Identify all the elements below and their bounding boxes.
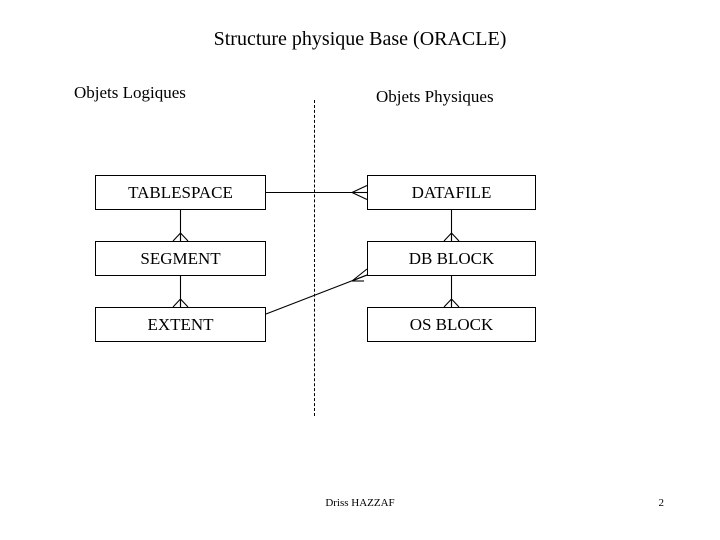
relation-datafile-dbblock xyxy=(443,210,460,242)
footer-author: Driss HAZZAF xyxy=(325,497,395,509)
entity-db-block: DB BLOCK xyxy=(367,241,536,276)
relation-tablespace-segment xyxy=(172,210,189,242)
entity-extent: EXTENT xyxy=(95,307,266,342)
footer-page-number: 2 xyxy=(658,497,665,509)
entity-datafile: DATAFILE xyxy=(367,175,536,210)
relation-dbblock-osblock xyxy=(443,276,460,308)
relation-extent-dbblock xyxy=(265,268,368,315)
entity-segment: SEGMENT xyxy=(95,241,266,276)
relation-tablespace-datafile xyxy=(266,185,368,200)
column-heading-logical: Objets Logiques xyxy=(74,83,186,102)
vertical-dashed-divider xyxy=(314,100,315,416)
entity-tablespace: TABLESPACE xyxy=(95,175,266,210)
entity-os-block: OS BLOCK xyxy=(367,307,536,342)
column-heading-physical: Objets Physiques xyxy=(376,87,494,106)
slide-title: Structure physique Base (ORACLE) xyxy=(213,28,507,50)
relation-segment-extent xyxy=(172,276,189,308)
